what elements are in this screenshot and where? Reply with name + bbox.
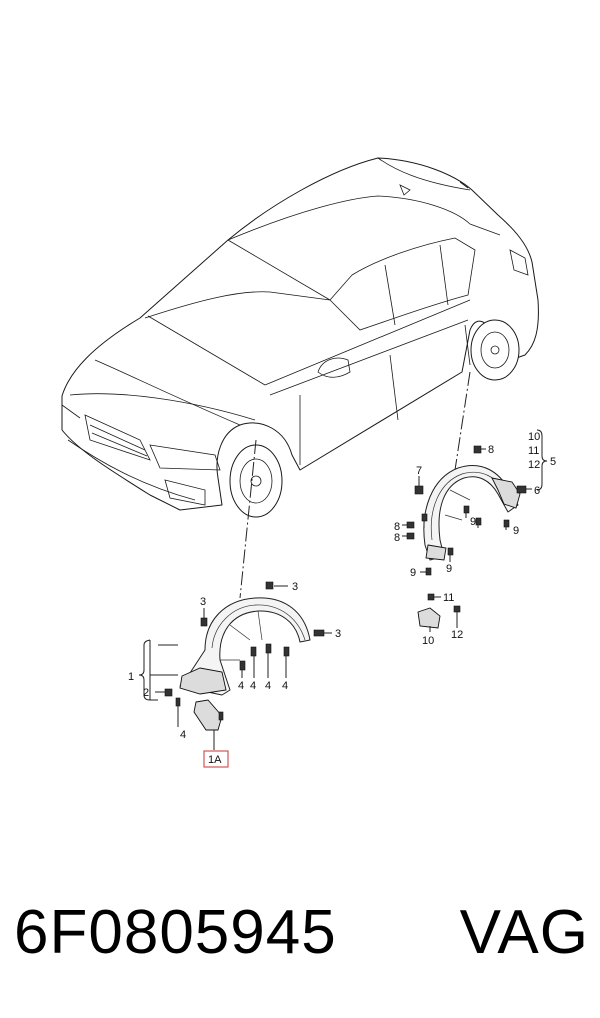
label-9-b: 9 [513,525,519,537]
label-5: 5 [550,456,556,468]
front-callout-lines [138,585,332,750]
label-3-left: 3 [200,596,206,608]
label-4-d: 4 [265,680,271,692]
brand-label: VAG [459,898,589,967]
label-8-low: 8 [394,532,400,544]
front-labels: 1 1A 2 3 3 3 4 4 4 4 4 [128,581,341,766]
rear-leader-line [454,371,471,471]
label-2: 2 [143,687,149,699]
label-1a: 1A [208,754,222,766]
label-11-top: 11 [528,445,539,457]
rear-labels: 10 11 12 5 6 7 8 8 8 9 9 9 9 11 10 12 [394,431,556,647]
rear-callout-lines [402,429,548,632]
front-wheel-housing-liner [179,597,311,731]
label-8-top: 8 [488,444,494,456]
label-10-top: 10 [528,431,540,443]
label-3-top: 3 [292,581,298,593]
footer: 6F0805945 VAG [14,893,589,973]
label-4-c: 4 [250,680,256,692]
label-4-e: 4 [282,680,288,692]
label-11-bottom: 11 [443,592,454,604]
label-12-bottom: 12 [451,629,463,641]
car-illustration [61,157,539,518]
label-4-a: 4 [180,729,186,741]
label-10-bottom: 10 [422,635,434,647]
rear-wheel-housing-liner [423,464,521,561]
label-9-a: 9 [470,516,476,528]
label-9-c: 9 [446,563,452,575]
rear-bracket-10 [417,607,441,629]
label-7: 7 [416,465,422,477]
label-1a-box [203,750,229,768]
front-fasteners [164,581,325,721]
label-8-mid: 8 [394,521,400,533]
label-9-d: 9 [410,567,416,579]
front-leader-line [239,439,257,599]
part-number: 6F0805945 [14,898,337,967]
label-12-top: 12 [528,459,540,471]
label-4-b: 4 [238,680,244,692]
label-6: 6 [534,485,540,497]
label-3-right: 3 [335,628,341,640]
part-1a-bracket [193,699,223,731]
label-1: 1 [128,671,134,683]
